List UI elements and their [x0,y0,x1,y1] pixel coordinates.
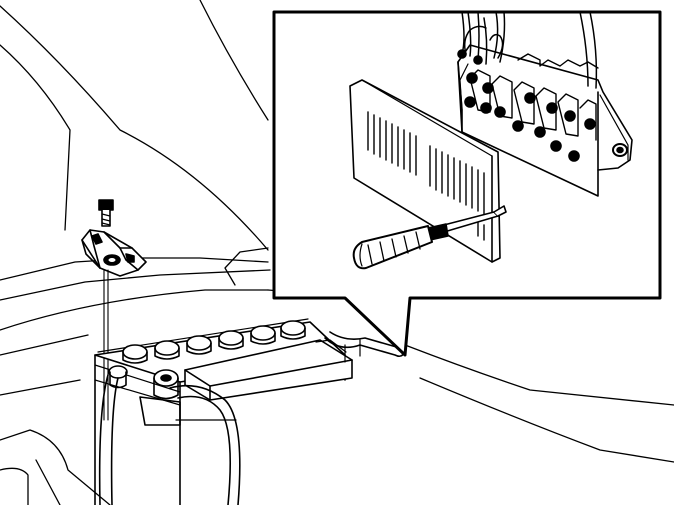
screwdriver [352,205,507,270]
cell-caps [122,320,306,364]
terminal-left [108,365,128,389]
cover-vent-slots [367,111,485,241]
fuse-box-wires [459,11,598,111]
fuse-box-cover [349,79,501,263]
battery [94,318,406,505]
terminal-right [153,369,179,400]
bolt [98,199,114,227]
fuse-box [457,11,633,197]
